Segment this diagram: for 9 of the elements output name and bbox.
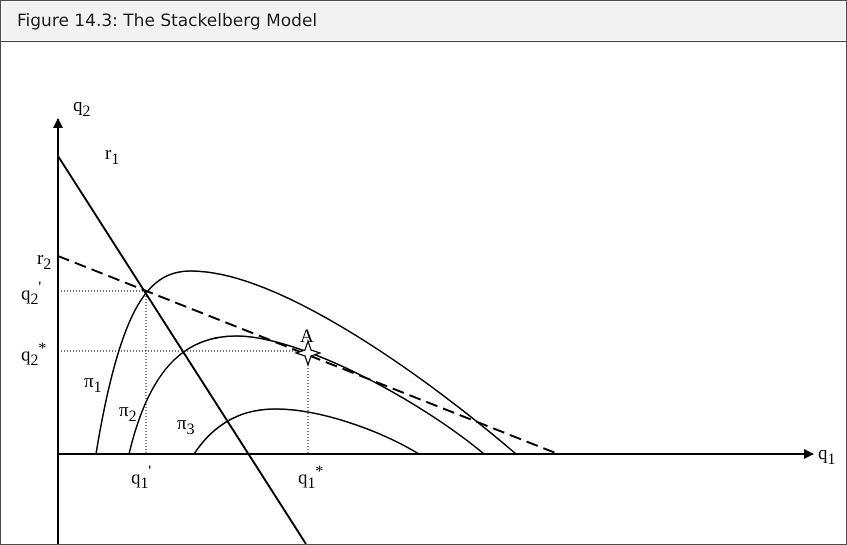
curve-label: π$_{3}$ xyxy=(177,414,195,438)
axis-label: q$_{1}$ xyxy=(818,444,836,468)
figure-title: Figure 14.3: The Stackelberg Model xyxy=(17,11,318,31)
point-label: A xyxy=(300,327,314,346)
curve-label: r$_{2}$ xyxy=(37,249,52,273)
curve-label: π$_{2}$ xyxy=(119,401,137,425)
curve-label: π$_{1}$ xyxy=(84,372,102,396)
curve-label: r$_{1}$ xyxy=(105,144,120,168)
axis-label: q$_{2}$ xyxy=(73,96,90,120)
